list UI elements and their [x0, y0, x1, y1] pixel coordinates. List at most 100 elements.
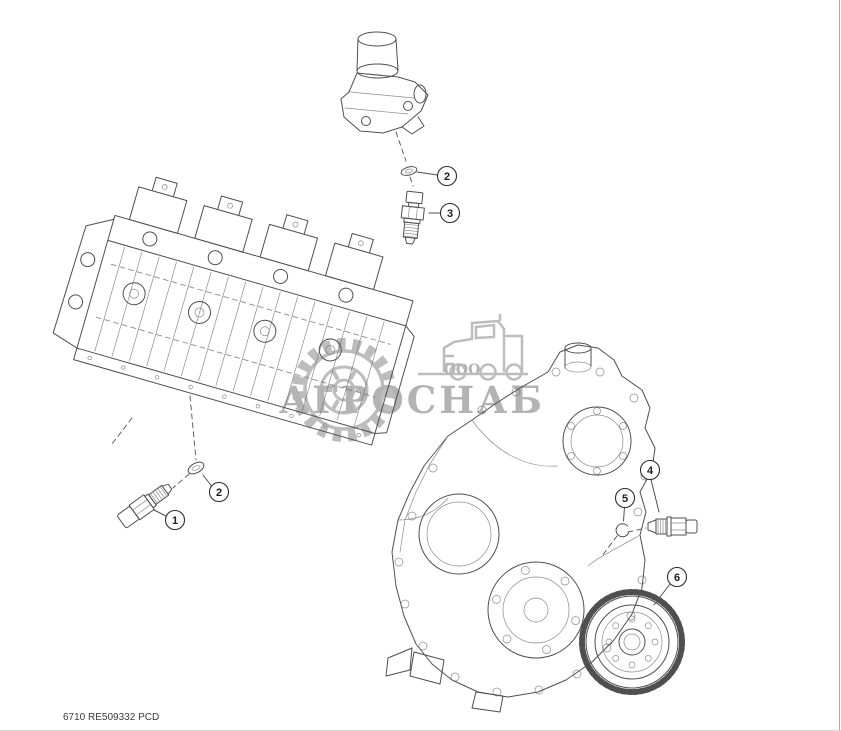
callout-balloon-2-top[interactable]: 2: [436, 165, 458, 187]
cover-cap-bolts: [161, 184, 364, 247]
opening-bolt-ring: [492, 566, 580, 654]
watermark-gear-teeth: [292, 338, 396, 442]
gear-bore: [623, 633, 641, 651]
cover-inner-edge: [399, 435, 449, 553]
watermark-gear-rim: [303, 349, 385, 431]
gear-hub: [618, 628, 646, 656]
cover-top-port-side: [564, 347, 592, 369]
part-code-label: 6710 RE509332 PCD: [63, 712, 159, 723]
callout-balloon-2-left[interactable]: 2: [208, 481, 230, 503]
washer-outline: [400, 166, 418, 176]
perimeter-bolt-holes: [394, 367, 650, 697]
boss-bolt-ring: [567, 407, 627, 475]
flange-bolt-holes: [87, 355, 361, 438]
sensor-flange: [666, 516, 672, 537]
callout-label: 3: [447, 208, 453, 220]
callout-balloon-3[interactable]: 3: [439, 202, 461, 224]
callout-balloon-1[interactable]: 1: [164, 509, 186, 531]
sensor-hex: [128, 494, 155, 521]
block-outline: [52, 214, 415, 446]
callout-leaders: [153, 171, 671, 606]
truck-wheel: [479, 363, 497, 381]
sensor-tip: [404, 236, 416, 245]
watermark-truck-icon: [418, 314, 528, 381]
gear-face: [601, 611, 663, 673]
sensor-1-part: [117, 483, 173, 529]
freeze-plugs: [122, 282, 342, 362]
cover-opening-hub: [523, 597, 549, 623]
callout-label: 4: [647, 465, 654, 477]
housing-body: [340, 72, 429, 134]
sensor-thread-hatch: [657, 518, 666, 535]
housing-neck: [356, 38, 399, 71]
sensor-flange: [144, 493, 157, 509]
housing-bolt-hole: [361, 116, 371, 126]
watermark-company-prefix: ООО: [444, 362, 481, 378]
rocker-covers: [128, 176, 384, 291]
washer-2-left-part: [187, 461, 205, 475]
callout-leader: [623, 507, 625, 522]
cover-outline: [391, 344, 656, 698]
gear-teeth: [579, 589, 685, 695]
cover-opening-main: [487, 561, 585, 659]
assembly-axis-dashed-right: [601, 527, 647, 557]
housing-bolt-hole: [403, 101, 413, 111]
truck-wheel: [505, 363, 523, 381]
callout-leader: [416, 171, 438, 176]
coolant-housing-drawing: [340, 31, 429, 135]
cover-boss-inner: [570, 414, 624, 468]
sensor-thread-hatch: [149, 486, 168, 504]
sensor-thread-hatch: [402, 223, 419, 238]
snap-ring-5-part: [615, 523, 629, 538]
assembly-axis-dashed-left: [111, 395, 197, 489]
washer-hole: [404, 168, 414, 174]
gear-rim: [585, 595, 679, 689]
injector-bores: [142, 231, 354, 303]
freeze-plug-centers: [129, 288, 336, 355]
callout-leader: [653, 583, 671, 606]
housing-neck-base: [356, 63, 399, 79]
sensor-hex-facets: [670, 522, 687, 531]
cover-opening-main-inner: [502, 576, 570, 644]
sensor-hex-facets: [132, 499, 152, 516]
truck-cab-outline: [442, 319, 506, 372]
sensor-connector: [685, 519, 698, 534]
callout-label: 2: [444, 171, 450, 183]
callout-leader: [153, 509, 167, 517]
housing-flange-tab: [401, 116, 425, 135]
callout-balloon-6[interactable]: 6: [666, 566, 688, 588]
watermark-company-name: АГРОСНАБ: [279, 378, 545, 422]
watermark-gear-icon: [292, 338, 396, 442]
callout-label: 2: [216, 487, 222, 499]
washer-2-top-part: [400, 166, 418, 176]
callout-balloon-4[interactable]: 4: [639, 459, 661, 481]
washer-hole: [191, 465, 201, 471]
cover-brackets: [385, 647, 504, 713]
truck-wheel: [449, 363, 467, 381]
callout-balloon-5[interactable]: 5: [614, 487, 636, 509]
sensor-hex: [670, 517, 687, 536]
sensor-tip: [161, 483, 173, 495]
callout-leader: [202, 474, 212, 487]
watermark-gear-hub: [332, 378, 356, 402]
callout-label: 6: [674, 572, 680, 584]
cover-opening-left: [418, 493, 500, 575]
watermark: ООО АГРОСНАБ: [279, 314, 545, 442]
sensor-hex-facets: [407, 206, 418, 220]
assembly-axis-dashed-top: [395, 131, 414, 187]
block-hidden-lines: [95, 263, 391, 398]
sensor-4-part: [647, 516, 698, 537]
gear-ring: [594, 604, 670, 680]
cover-top-port-base: [564, 361, 592, 373]
cover-boss: [562, 406, 632, 476]
housing-detail-lines: [344, 91, 415, 115]
truck-body-detail: [444, 314, 524, 372]
block-rib-lines: [94, 246, 385, 426]
sensor-thread-body: [402, 221, 420, 239]
sensor-connector: [405, 190, 424, 205]
end-plate-holes: [68, 252, 96, 310]
cover-ribs: [397, 419, 641, 567]
housing-cap-top: [357, 31, 397, 47]
